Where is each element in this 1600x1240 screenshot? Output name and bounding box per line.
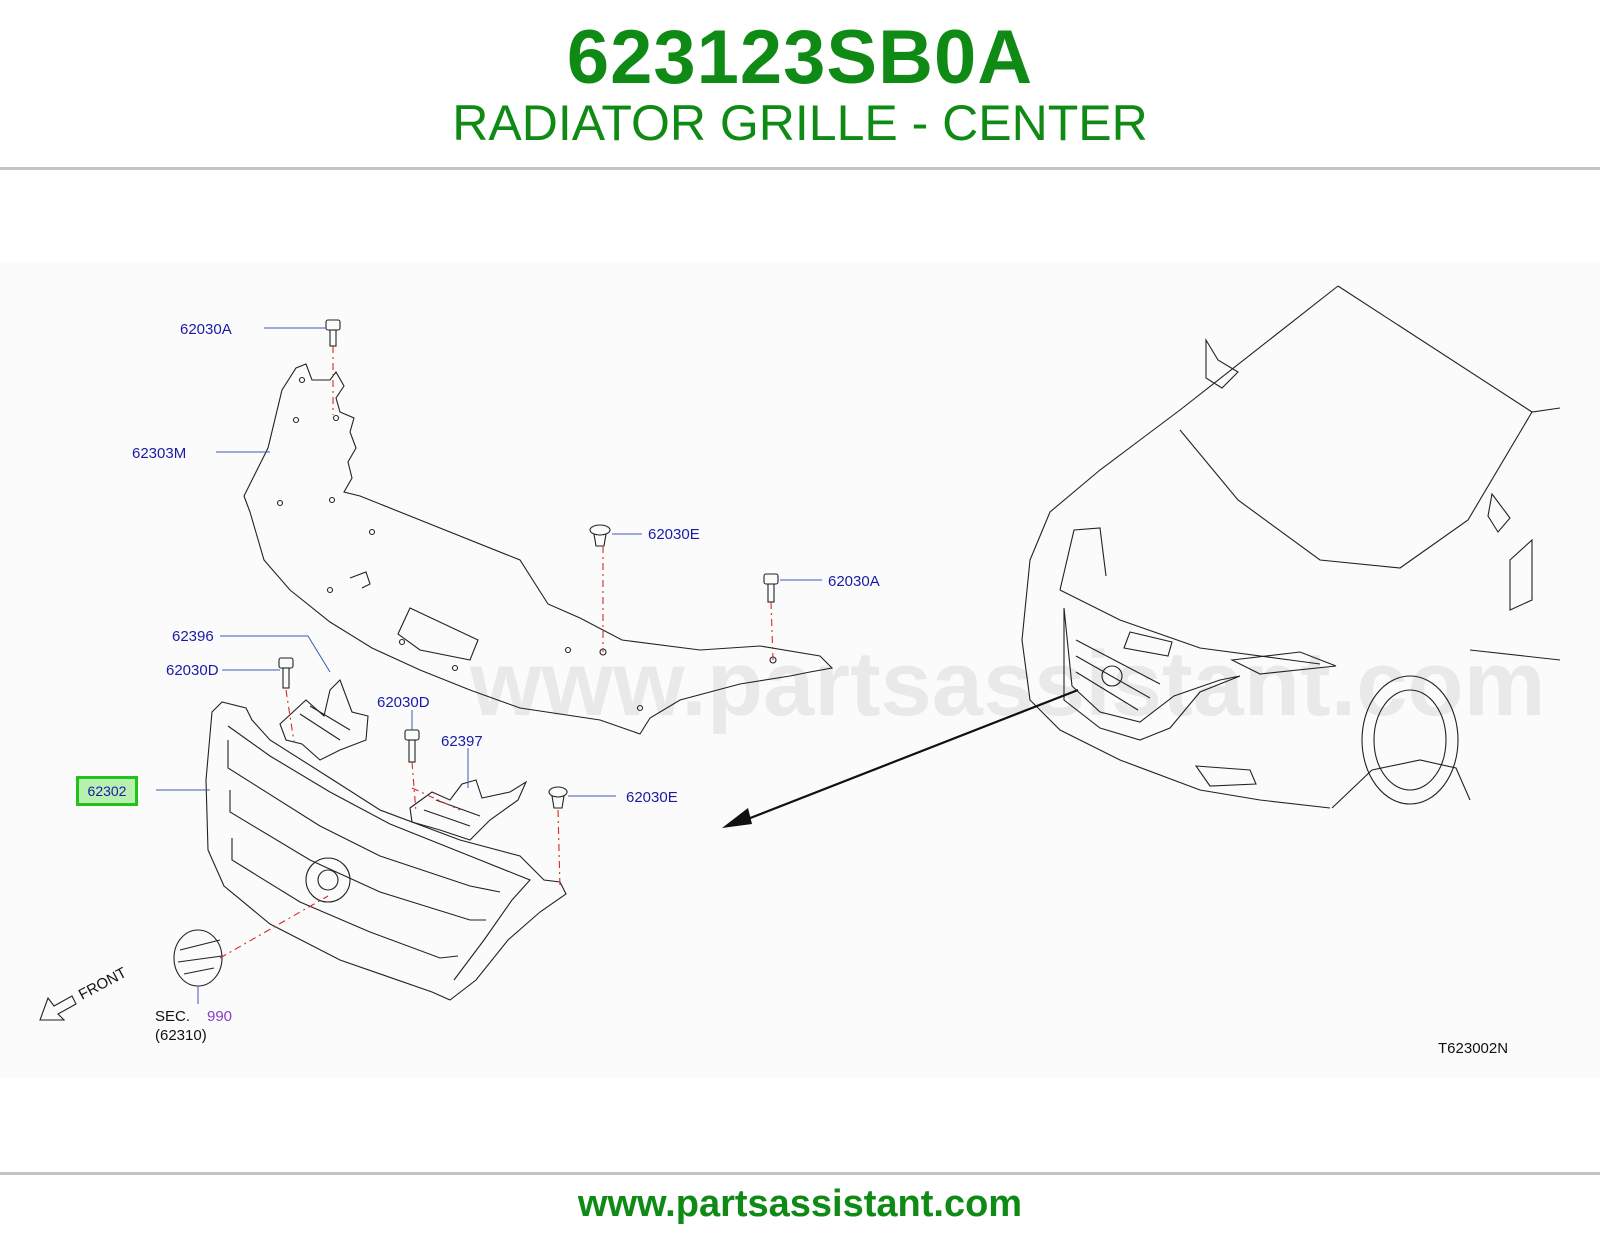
label-62396: 62396	[172, 628, 214, 645]
label-62030a-top: 62030A	[180, 321, 232, 338]
label-62030e-low: 62030E	[626, 789, 678, 806]
header-divider	[0, 167, 1600, 170]
bolt-62030d-mid	[404, 729, 420, 763]
highlighted-part-62302[interactable]: 62302	[76, 776, 138, 806]
part-title: RADIATOR GRILLE - CENTER	[452, 95, 1148, 151]
page-header: 623123SB0A RADIATOR GRILLE - CENTER	[0, 0, 1600, 168]
footer-divider	[0, 1172, 1600, 1175]
bolt-62030d-left	[278, 657, 294, 689]
label-front: FRONT	[76, 964, 130, 1003]
footer-website-link[interactable]: www.partsassistant.com	[577, 1183, 1023, 1225]
bolt-62030a-right	[763, 573, 779, 603]
label-sec-reference: (62310)	[155, 1027, 207, 1044]
vehicle-overview	[1021, 285, 1561, 809]
label-62030d-mid: 62030D	[377, 694, 430, 711]
bracket-62397	[409, 779, 528, 841]
part-number: 623123SB0A	[566, 15, 1034, 100]
bracket-62396	[279, 679, 369, 761]
label-62030d-left: 62030D	[166, 662, 219, 679]
emblem-part	[173, 929, 223, 987]
clip-62030e-mid	[589, 524, 611, 547]
assembly-center-lines	[219, 346, 774, 959]
label-62030a-right: 62030A	[828, 573, 880, 590]
front-direction-arrow	[39, 995, 77, 1021]
label-sec: SEC.	[155, 1008, 190, 1025]
label-62397: 62397	[441, 733, 483, 750]
label-62030e-mid: 62030E	[648, 526, 700, 543]
upper-cover-panel	[243, 363, 834, 735]
watermark-text: www.partsassistant.com	[469, 633, 1545, 735]
detail-arrow	[722, 688, 1079, 828]
radiator-grille	[205, 701, 567, 1001]
label-62303m: 62303M	[132, 445, 186, 462]
label-sec-number[interactable]: 990	[207, 1008, 232, 1025]
bolt-62030a-top	[325, 319, 341, 347]
leader-lines	[156, 327, 822, 1004]
clip-62030e-low	[548, 786, 568, 809]
diagram-reference-code: T623002N	[1438, 1040, 1508, 1057]
